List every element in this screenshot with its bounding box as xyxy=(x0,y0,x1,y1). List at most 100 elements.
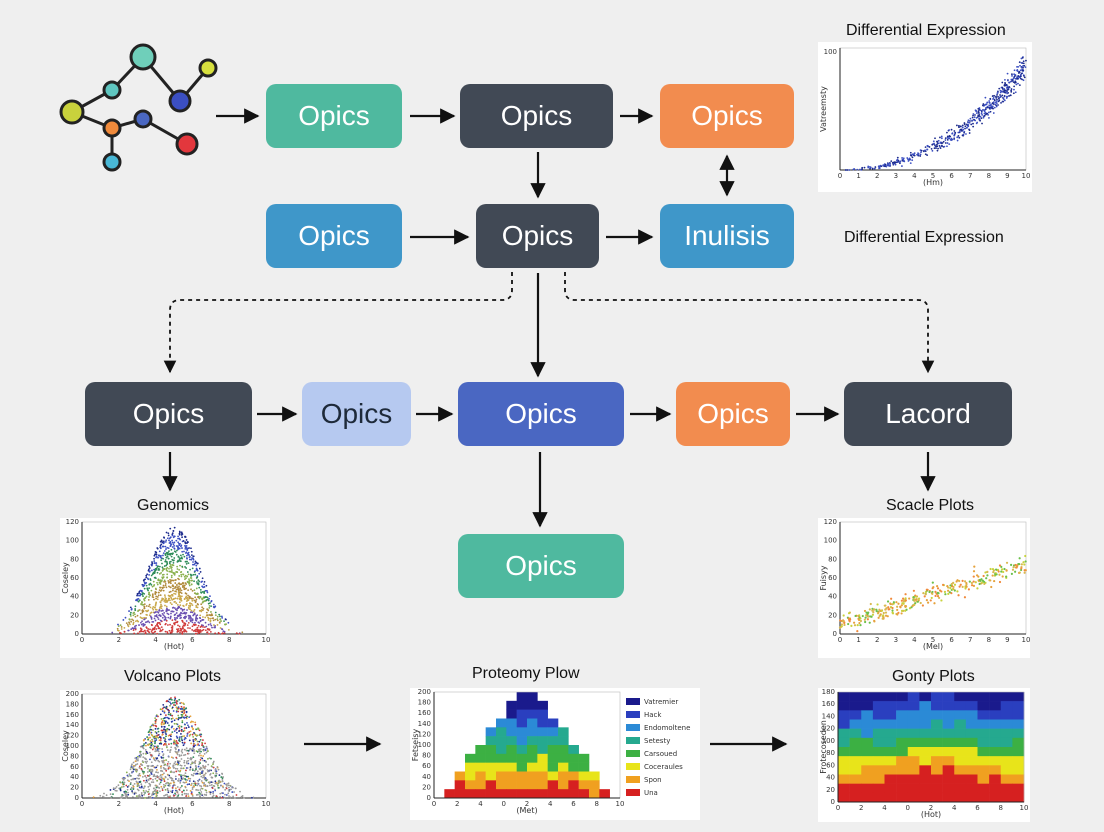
genomics-point xyxy=(154,606,156,609)
volcano-x-tick: 10 xyxy=(262,800,270,808)
volcano-point xyxy=(171,706,174,709)
volcano-point xyxy=(171,777,174,780)
genomics-point xyxy=(192,573,195,576)
genomics-point xyxy=(129,606,132,609)
volcano-point xyxy=(181,715,184,718)
genomics-point xyxy=(120,632,123,635)
genomics-point xyxy=(165,548,167,550)
scacle-point xyxy=(998,564,1002,567)
gonty-cell xyxy=(884,747,897,757)
proteomy-cell xyxy=(527,780,538,790)
diff-point xyxy=(972,122,974,125)
genomics-point xyxy=(184,535,186,538)
genomics-point xyxy=(199,619,202,622)
volcano-point xyxy=(175,744,178,746)
genomics-point xyxy=(142,630,145,633)
genomics-point xyxy=(155,564,158,567)
volcano-point xyxy=(152,791,154,794)
diff-point xyxy=(1013,81,1016,84)
gonty-cell xyxy=(861,747,874,757)
genomics-point xyxy=(177,587,180,590)
scacle-point xyxy=(1014,570,1017,573)
volcano-point xyxy=(184,737,187,740)
diff-point xyxy=(896,161,899,163)
volcano-point xyxy=(185,767,188,769)
scacle-point xyxy=(931,581,934,584)
volcano-point xyxy=(183,781,186,784)
diff-point xyxy=(968,129,971,132)
diff-point xyxy=(1001,94,1004,97)
genomics-point xyxy=(147,568,150,571)
scacle-point xyxy=(953,589,956,592)
volcano-point xyxy=(173,719,176,722)
genomics-point xyxy=(165,564,168,567)
volcano-point xyxy=(114,789,117,792)
gonty-cell xyxy=(954,774,967,784)
genomics-point xyxy=(185,600,188,602)
genomics-y-tick: 0 xyxy=(75,630,79,638)
proteomy-cell xyxy=(516,789,528,799)
scacle-point xyxy=(885,607,888,610)
proteomy-cell xyxy=(568,780,579,790)
genomics-point xyxy=(130,608,133,611)
proteomy-cell xyxy=(516,762,528,772)
genomics-point xyxy=(134,609,137,612)
proteomy-y-tick: 80 xyxy=(422,752,431,760)
volcano-point xyxy=(154,742,156,745)
volcano-point xyxy=(162,777,165,780)
volcano-point xyxy=(176,745,178,748)
genomics-point xyxy=(129,615,132,617)
genomics-point xyxy=(155,597,157,600)
genomics-point xyxy=(174,597,177,600)
volcano-point xyxy=(169,771,172,773)
diff-point xyxy=(1024,66,1027,69)
volcano-point xyxy=(194,759,197,762)
genomics-point xyxy=(144,578,146,581)
volcano-point xyxy=(147,793,150,796)
genomics-point xyxy=(194,560,197,563)
volcano-point xyxy=(160,742,163,745)
proteomy-cell xyxy=(589,789,600,799)
scacle-point xyxy=(919,601,922,605)
diff-point xyxy=(955,124,958,127)
volcano-point xyxy=(179,781,182,784)
genomics-point xyxy=(191,597,194,600)
volcano-point xyxy=(147,738,150,741)
proteomy-cell xyxy=(537,736,548,746)
genomics-point xyxy=(214,626,217,629)
scacle-point xyxy=(978,578,981,582)
volcano-point xyxy=(143,785,146,788)
volcano-point xyxy=(150,728,153,731)
genomics-point xyxy=(129,611,132,614)
genomics-point xyxy=(206,591,209,594)
volcano-point xyxy=(154,766,157,769)
genomics-point xyxy=(160,619,162,622)
volcano-point xyxy=(178,724,181,727)
gonty-cell xyxy=(861,756,874,766)
proteomy-cell xyxy=(527,762,538,772)
genomics-point xyxy=(154,587,157,590)
volcano-point xyxy=(187,749,189,752)
diff-point xyxy=(1018,61,1021,64)
genomics-point xyxy=(177,590,180,592)
volcano-point xyxy=(140,783,143,786)
proteomy-y-label: Fetseisy xyxy=(411,729,420,762)
volcano-point xyxy=(175,701,178,704)
volcano-point xyxy=(141,764,144,767)
genomics-point xyxy=(148,603,151,606)
scacle-point xyxy=(957,594,960,597)
scacle-point xyxy=(953,583,957,586)
volcano-point xyxy=(154,784,157,787)
proteomy-cell xyxy=(496,780,507,790)
diff-point xyxy=(934,137,936,140)
diff-point xyxy=(982,103,985,105)
genomics-point xyxy=(145,616,147,619)
volcano-point xyxy=(209,791,212,794)
volcano-point xyxy=(147,795,150,798)
volcano-point xyxy=(160,767,162,769)
diff-point xyxy=(990,105,993,108)
genomics-point xyxy=(192,561,194,563)
volcano-point xyxy=(181,794,184,796)
